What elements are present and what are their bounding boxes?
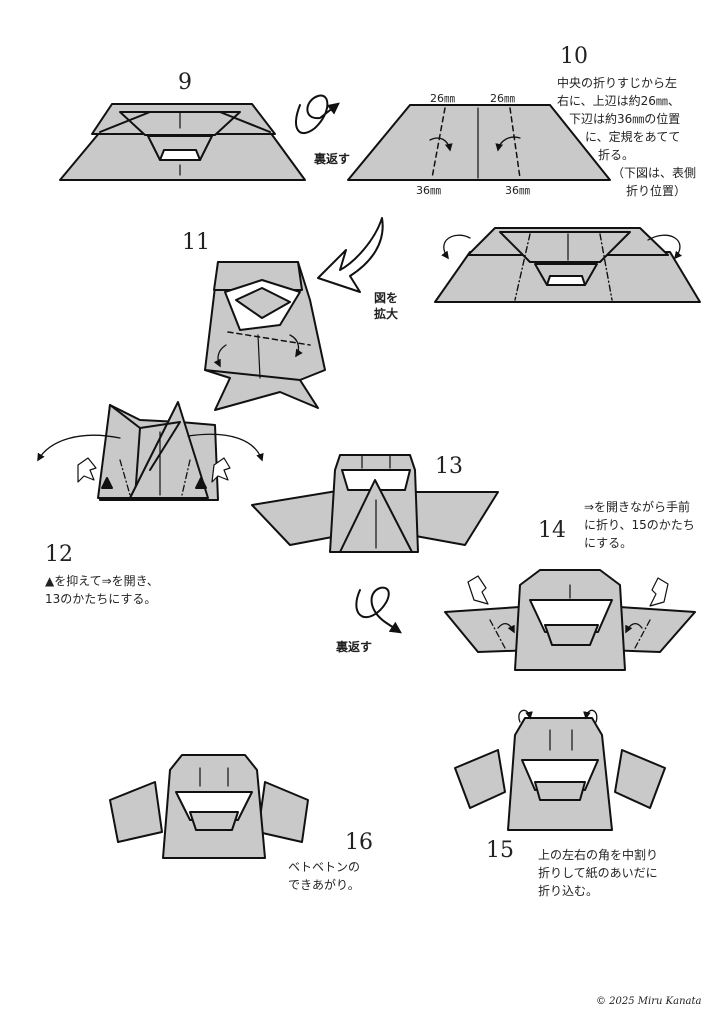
step-10-line-4: に、定規をあてて — [585, 130, 681, 144]
step-10-line-2: 右に、上辺は約26㎜、 — [557, 94, 680, 108]
step-11-figure — [204, 261, 326, 411]
step-10-figure — [347, 104, 611, 181]
step-15-number: 15 — [486, 838, 514, 863]
step-16-figure — [109, 754, 309, 859]
enlarge-label: 図を 拡大 — [374, 291, 399, 321]
step-12-line-2: 13のかたちにする。 — [45, 592, 157, 606]
step-10-line-7: 折り位置） — [626, 184, 687, 198]
step-12-number: 12 — [45, 542, 73, 567]
enlarge-arrow-icon — [317, 217, 384, 293]
step-14-line-2: に折り、15のかたち — [584, 518, 695, 532]
flip-over-icon-1 — [295, 94, 340, 134]
step-16-number: 16 — [345, 830, 373, 855]
step-16-line-2: できあがり。 — [288, 878, 360, 892]
step-10-number: 10 — [560, 44, 588, 69]
flip-label-2: 裏返す — [336, 640, 373, 654]
step-14-figure — [444, 569, 696, 671]
step-14-number: 14 — [538, 518, 566, 543]
step-13-number: 13 — [435, 454, 463, 479]
step-11-number: 11 — [182, 230, 210, 255]
step-12-line-1: ▲を抑えて⇒を開き、 — [45, 574, 159, 588]
step-14-line-1: ⇒を開きながら手前 — [584, 500, 691, 514]
flip-label-1: 裏返す — [314, 152, 351, 166]
copyright: © 2025 Miru Kanata — [596, 996, 702, 1007]
measure-bottom-right: 36㎜ — [505, 184, 530, 197]
step-13-figure — [251, 454, 499, 553]
step-12-figure — [37, 401, 264, 501]
measure-top-right: 26㎜ — [490, 92, 515, 105]
step-9-number: 9 — [178, 70, 192, 95]
step-10-line-1: 中央の折りすじから左 — [557, 76, 678, 90]
step-9-figure — [59, 103, 306, 181]
step-15-line-3: 折り込む。 — [538, 884, 599, 898]
step-10-line-3: 下辺は約36㎜の位置 — [569, 112, 681, 126]
step-14-line-3: にする。 — [584, 536, 633, 550]
step-10-line-5: 折る。 — [598, 148, 635, 162]
step-10-line-6: （下図は、表側 — [612, 166, 697, 180]
measure-top-left: 26㎜ — [430, 92, 455, 105]
step-15-line-2: 折りして紙のあいだに — [538, 866, 658, 880]
step-15-line-1: 上の左右の角を中割り — [538, 848, 659, 862]
step-16-line-1: ベトベトンの — [288, 860, 361, 874]
step-15-figure — [454, 709, 666, 831]
flip-over-icon-2 — [355, 586, 402, 634]
step-10b-figure — [434, 227, 701, 303]
measure-bottom-left: 36㎜ — [416, 184, 441, 197]
